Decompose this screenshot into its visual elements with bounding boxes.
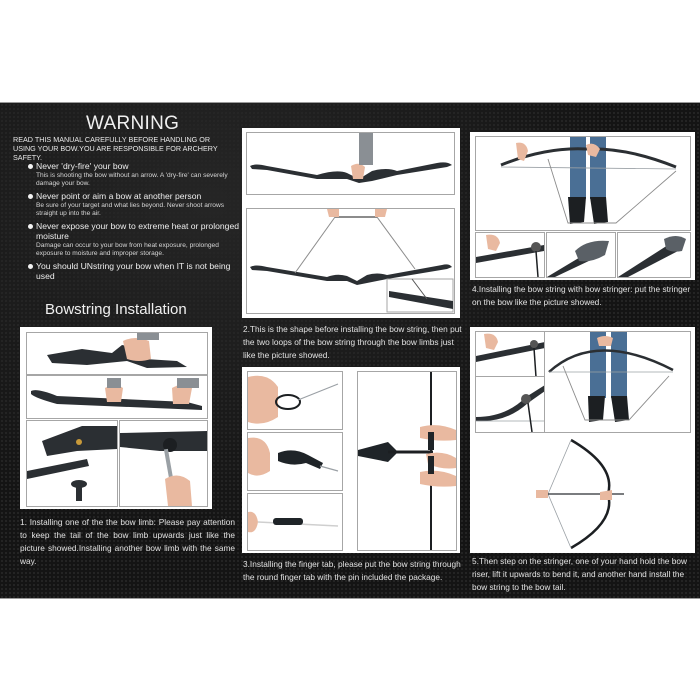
step-3-image-fingers-arrow — [357, 371, 457, 551]
warning-rule: Never point or aim a bow at another pers… — [28, 191, 243, 218]
step-3-image-finger-tab — [247, 432, 343, 491]
step-5-image-limb-tip-bottom — [475, 376, 546, 433]
warning-rule: Never 'dry-fire' your bow This is shooti… — [28, 161, 243, 188]
warning-title: WARNING — [86, 113, 180, 134]
rule-detail: Damage can occur to your bow from heat e… — [36, 242, 219, 257]
section-title: Bowstring Installation — [45, 301, 187, 318]
rule-detail: Be sure of your target and what lies bey… — [36, 202, 225, 217]
rule-heading: Never point or aim a bow at another pers… — [36, 191, 202, 201]
step-2-image-string-loops — [246, 208, 455, 314]
step-5-image-limb-tip-top — [475, 331, 546, 378]
warning-rules: Never 'dry-fire' your bow This is shooti… — [28, 161, 243, 284]
warning-rule: Never expose your bow to extreme heat or… — [28, 221, 243, 258]
step-1-image-riser — [26, 332, 208, 375]
step-3-panel — [242, 367, 460, 553]
step-3-image-tab-on-string — [247, 493, 343, 551]
step-4-image-stringer-cup — [546, 232, 616, 278]
step-1-image-limb — [26, 375, 208, 419]
step-1-image-screwing — [119, 420, 208, 507]
bullet-icon — [28, 163, 33, 169]
step-4-panel — [470, 132, 695, 280]
step-3-image-loop-in-hand — [247, 371, 343, 430]
step-1-panel — [20, 327, 212, 509]
step-2-image-unstrung-bow — [246, 132, 455, 195]
step-4-image-stringer-limb — [475, 232, 545, 278]
bullet-icon — [28, 223, 33, 229]
instruction-sheet: WARNING READ THIS MANUAL CAREFULLY BEFOR… — [0, 102, 700, 599]
step-1-image-bolt-parts — [26, 420, 118, 507]
step-3-caption: 3.Installing the finger tab, please put … — [243, 559, 461, 582]
step-4-caption: 4.Installing the bow string with bow str… — [472, 284, 691, 307]
step-2-caption: 2.This is the shape before installing th… — [243, 324, 462, 360]
step-1-caption: 1. Installing one of the the bow limb: P… — [20, 517, 235, 566]
rule-detail: This is shooting the bow without an arro… — [36, 172, 228, 187]
step-5-image-strung-bow — [475, 435, 691, 551]
rule-heading: You should UNstring your bow when IT is … — [36, 261, 231, 281]
step-5-image-person-stepping — [544, 331, 691, 433]
step-5-caption: 5.Then step on the stringer, one of your… — [472, 556, 687, 592]
bullet-icon — [28, 193, 33, 199]
warning-intro: READ THIS MANUAL CAREFULLY BEFORE HANDLI… — [13, 135, 218, 162]
rule-heading: Never 'dry-fire' your bow — [36, 161, 129, 171]
step-4-image-stringer-pocket — [617, 232, 691, 278]
rule-heading: Never expose your bow to extreme heat or… — [36, 221, 240, 241]
warning-rule: You should UNstring your bow when IT is … — [28, 261, 243, 281]
step-4-image-person-stringer — [475, 136, 691, 231]
step-5-panel — [470, 327, 695, 553]
bullet-icon — [28, 263, 33, 269]
step-2-panel — [242, 128, 460, 318]
